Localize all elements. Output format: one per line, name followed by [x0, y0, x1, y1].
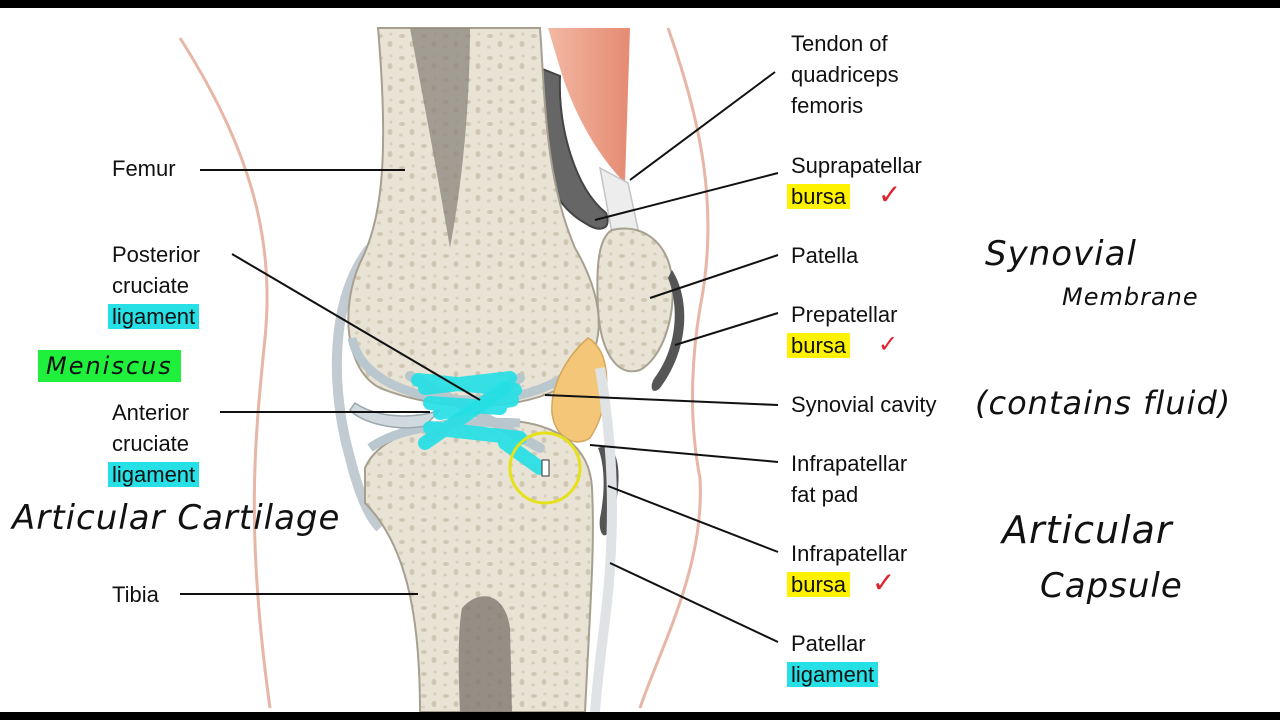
annotation-meniscus: Meniscus	[38, 350, 181, 382]
label-femur: Femur	[112, 156, 176, 181]
annotation-articular-cartilage: Articular Cartilage	[12, 498, 341, 538]
label-infrapatellar-bursa: Infrapatellar bursa	[787, 538, 907, 600]
prepatellar-bursa-highlight: bursa	[787, 333, 851, 358]
patellar-ligament-shape	[590, 367, 617, 712]
leader-tendon	[629, 71, 776, 181]
suprapatellar-bursa-highlight: bursa	[787, 184, 851, 209]
acl-ligament-highlight: ligament	[108, 462, 200, 487]
leader-suprapatellar	[594, 172, 779, 221]
prepatellar-bursa-shape	[651, 270, 685, 391]
leader-fat-pad	[589, 444, 779, 463]
leader-prepatellar	[674, 312, 779, 346]
leader-pcl	[231, 253, 481, 401]
skin-outline-left	[178, 37, 272, 709]
knee-illustration	[178, 27, 779, 712]
acl-highlight	[418, 381, 547, 475]
pcl-ligament-highlight: ligament	[108, 304, 200, 329]
check-infrapatellar-icon: ✓	[872, 566, 896, 599]
patellar-ligament-highlight: ligament	[787, 662, 879, 687]
cruciate-highlight	[411, 371, 522, 420]
articular-capsule-shape	[331, 244, 384, 532]
cursor-highlight-circle	[508, 431, 582, 505]
text-cursor-icon	[541, 459, 550, 477]
femur-bone	[347, 27, 600, 407]
leader-infrapatellar-bursa	[607, 485, 779, 553]
label-patella: Patella	[791, 243, 859, 268]
check-suprapatellar-icon: ✓	[878, 178, 902, 211]
label-tibia: Tibia	[112, 582, 159, 607]
patella-bone	[596, 227, 674, 373]
leader-synovial-cavity	[544, 394, 779, 406]
tibia-marrow	[458, 596, 512, 712]
infrapatellar-bursa-highlight: bursa	[787, 572, 851, 597]
leader-patella	[649, 254, 779, 299]
femur-marrow	[410, 28, 470, 248]
infrapatellar-fat-pad-shape	[551, 337, 608, 443]
check-prepatellar-icon: ✓	[878, 330, 899, 358]
annotation-capsule: Capsule	[1040, 566, 1183, 606]
annotation-contains-fluid: (contains fluid)	[975, 384, 1232, 422]
leader-patellar-ligament	[609, 562, 779, 643]
label-prepatellar: Prepatellar bursa	[787, 299, 897, 361]
label-synovial-cavity: Synovial cavity	[791, 392, 937, 417]
annotation-articular: Articular	[1002, 508, 1173, 552]
label-suprapatellar: Suprapatellar bursa	[787, 150, 922, 212]
annotation-synovial: Synovial	[985, 234, 1137, 274]
leader-lines	[180, 71, 779, 643]
skin-outline-right	[638, 27, 710, 709]
annotation-membrane: Membrane	[1062, 283, 1199, 311]
quadriceps-muscle	[548, 28, 630, 183]
label-patellar-ligament: Patellar ligament	[787, 628, 879, 690]
